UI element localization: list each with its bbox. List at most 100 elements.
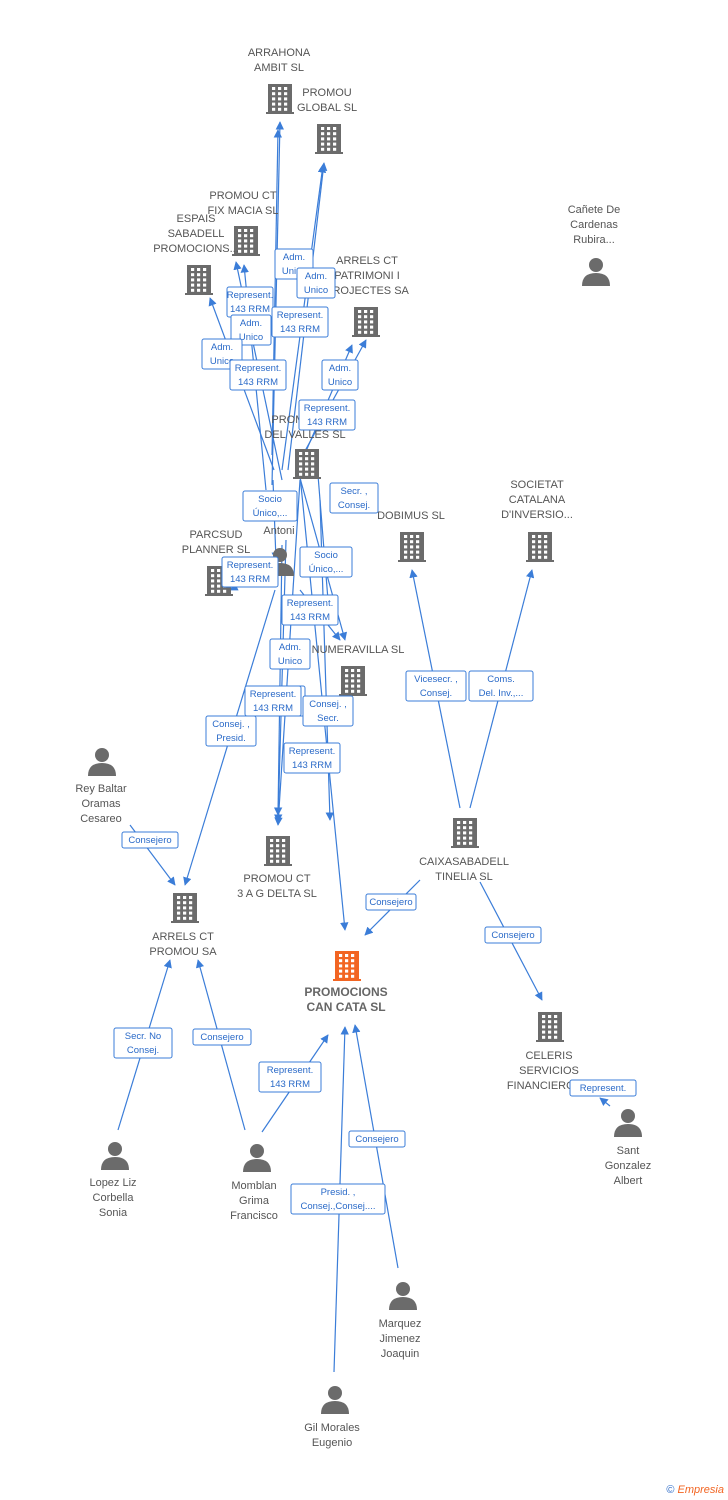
node-label[interactable]: Lopez Liz (89, 1177, 136, 1189)
node-label[interactable]: PARCSUD (190, 529, 243, 541)
edge-label[interactable]: Consejero (484, 926, 542, 944)
node-label[interactable]: DEL VALLES SL (264, 429, 345, 441)
node-label[interactable]: Francisco (230, 1210, 278, 1222)
node-label[interactable]: CELERIS (525, 1050, 572, 1062)
edge-label[interactable]: Adm.Unico (296, 267, 336, 299)
node-label[interactable]: Sant (617, 1145, 640, 1157)
edge-label[interactable]: Consej. ,Presid. (205, 715, 257, 747)
edge-label[interactable]: Represent. (569, 1079, 637, 1097)
node-label[interactable]: Joaquin (381, 1348, 420, 1360)
edge-label-box[interactable] (302, 695, 354, 727)
edge-label[interactable]: Presid. ,Consej.,Consej.... (290, 1183, 386, 1215)
edge-label-box[interactable] (271, 306, 329, 338)
node-label[interactable]: Corbella (93, 1192, 135, 1204)
node-label[interactable]: GLOBAL SL (297, 102, 357, 114)
edge-label-box[interactable] (298, 399, 356, 431)
node-label[interactable]: Antoni (263, 525, 294, 537)
edge-label[interactable]: Coms.Del. Inv.,... (468, 670, 534, 702)
edge-label[interactable]: Adm.Unico (230, 314, 272, 346)
edge-label[interactable]: Consej. ,Secr. (302, 695, 354, 727)
edge-label[interactable]: Represent.143 RRM (229, 359, 287, 391)
node-label[interactable]: ARRAHONA (248, 47, 311, 59)
node-label[interactable]: Albert (614, 1175, 643, 1187)
node-label[interactable]: PROMOU CT (209, 190, 277, 202)
brand-logo-text[interactable]: Empresia (677, 1484, 724, 1496)
node-societat[interactable]: SOCIETATCATALANAD'INVERSIO... (501, 479, 573, 562)
node-label[interactable]: CAN CATA SL (306, 1000, 385, 1014)
edge-label-box[interactable] (348, 1130, 406, 1148)
node-label[interactable]: Sonia (99, 1207, 128, 1219)
node-label[interactable]: Marquez (379, 1318, 422, 1330)
node-promou-delta[interactable]: PROMOU CT 3 A G DELTA SL (237, 836, 317, 900)
node-label[interactable]: PROMOU SA (149, 946, 217, 958)
edge-label[interactable]: Consejero (121, 831, 179, 849)
edge-label-box[interactable] (229, 359, 287, 391)
node-label[interactable]: PROMOU CT (243, 873, 311, 885)
node-label[interactable]: Eugenio (312, 1437, 352, 1449)
edge-label-box[interactable] (192, 1028, 252, 1046)
node-label[interactable]: PROMOU (302, 87, 352, 99)
node-label[interactable]: ARRELS CT (152, 931, 214, 943)
node-label[interactable]: 3 A G DELTA SL (237, 888, 317, 900)
edge-label-box[interactable] (468, 670, 534, 702)
node-label[interactable]: PROMOCIONS (304, 985, 387, 999)
node-label[interactable]: SABADELL (168, 228, 225, 240)
node-label[interactable]: DOBIMUS SL (377, 510, 445, 522)
node-label[interactable]: Jimenez (380, 1333, 421, 1345)
node-label[interactable]: PROJECTES SA (325, 285, 409, 297)
edge-label-box[interactable] (258, 1061, 322, 1093)
edge-label-box[interactable] (484, 926, 542, 944)
edge-label-box[interactable] (283, 742, 341, 774)
edge-label-box[interactable] (405, 670, 467, 702)
node-numeravilla[interactable]: NUMERAVILLA SL (312, 644, 405, 696)
edge-label[interactable]: Represent.143 RRM (221, 556, 279, 588)
node-label[interactable]: Grima (239, 1195, 270, 1207)
edge-label-box[interactable] (569, 1079, 637, 1097)
edge-label[interactable]: Consejero (348, 1130, 406, 1148)
edge-label[interactable]: Represent.143 RRM (298, 399, 356, 431)
edge-label-box[interactable] (121, 831, 179, 849)
edge-label-box[interactable] (221, 556, 279, 588)
node-dobimus[interactable]: DOBIMUS SL (377, 510, 445, 562)
node-label[interactable]: Gil Morales (304, 1422, 360, 1434)
edge-label[interactable]: Represent.143 RRM (281, 594, 339, 626)
edge-label-box[interactable] (299, 546, 353, 578)
edge-label-box[interactable] (269, 638, 311, 670)
node-label[interactable]: SOCIETAT (510, 479, 564, 491)
edge-label-box[interactable] (281, 594, 339, 626)
edge-label[interactable]: Consejero (365, 893, 417, 911)
edge-label[interactable]: Secr. ,Consej. (329, 482, 379, 514)
node-label[interactable]: Cañete De (568, 204, 621, 216)
node-label[interactable]: CAIXASABADELL (419, 856, 509, 868)
edge-label[interactable]: Represent.143 RRM (258, 1061, 322, 1093)
node-label[interactable]: PROMOCIONS... (153, 243, 239, 255)
edge-label[interactable]: Consejero (192, 1028, 252, 1046)
node-label[interactable]: SERVICIOS (519, 1065, 579, 1077)
node-promou-global[interactable]: PROMOU GLOBAL SL (297, 87, 357, 154)
node-arrels-promou[interactable]: ARRELS CT PROMOU SA (149, 893, 217, 958)
edge-label-box[interactable] (296, 267, 336, 299)
edge-label[interactable]: Adm.Unico (269, 638, 311, 670)
edge-label[interactable]: Adm.Unico (321, 359, 359, 391)
edge-label[interactable]: Represent.143 RRM (244, 685, 302, 717)
edge-label[interactable]: SocioÚnico,... (299, 546, 353, 578)
node-canete[interactable]: Cañete De CardenasRubira... (568, 204, 621, 286)
node-label[interactable]: Rey Baltar (75, 783, 127, 795)
node-label[interactable]: TINELIA SL (435, 871, 492, 883)
node-label[interactable]: Momblan (231, 1180, 276, 1192)
node-caixasabadell[interactable]: CAIXASABADELL TINELIA SL (419, 818, 509, 883)
node-label[interactable]: Rubira... (573, 234, 615, 246)
node-label[interactable]: Cardenas (570, 219, 618, 231)
node-label[interactable]: Cesareo (80, 813, 122, 825)
